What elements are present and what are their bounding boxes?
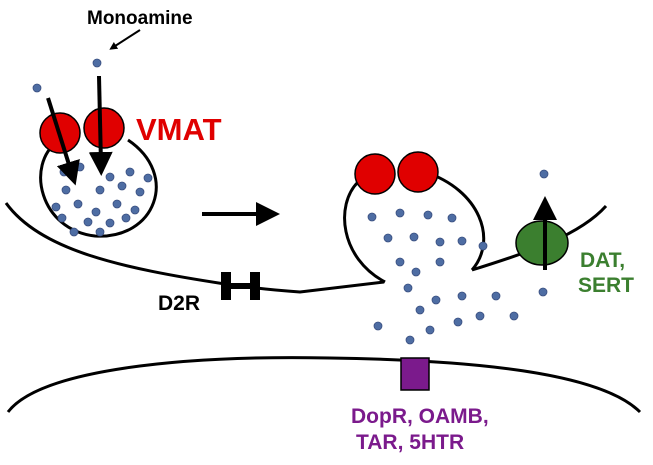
presynaptic-membrane-left [4, 202, 385, 294]
fusing-vesicle-right [343, 170, 486, 284]
vmat-label: VMAT [136, 112, 222, 147]
monoamine-label-arrow [109, 29, 141, 50]
monoamine-label: Monoamine [87, 8, 193, 29]
receptors-label-line2: TAR, 5HTR [356, 431, 464, 454]
d2r-receptor [221, 272, 260, 300]
synaptic-vesicle-left [39, 138, 158, 238]
vmat-uptake-arrow-left [46, 97, 80, 186]
vmat-uptake-arrow-right [88, 75, 113, 176]
transporter-label-line2: SERT [578, 274, 634, 297]
vmat-transporter-right [354, 151, 439, 195]
receptors-label-line1: DopR, OAMB, [351, 405, 489, 428]
d2r-label: D2R [158, 292, 200, 315]
postsynaptic-membrane [6, 356, 642, 414]
transporter-label-line1: DAT, [580, 249, 625, 272]
dat-sert-transporter [515, 220, 569, 266]
postsynaptic-receptor [400, 357, 430, 391]
